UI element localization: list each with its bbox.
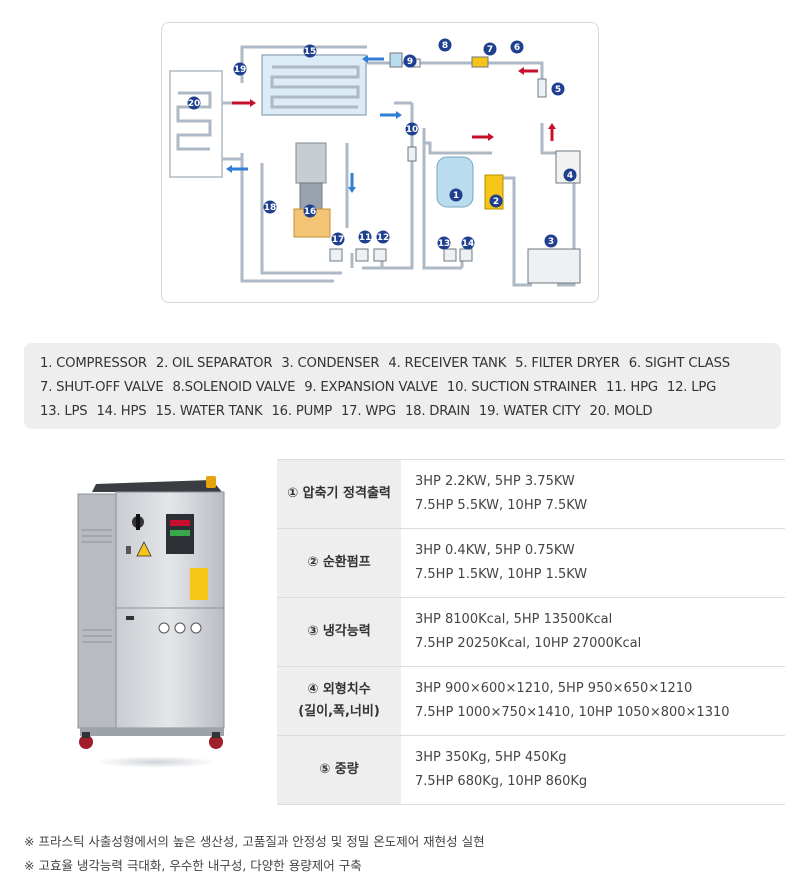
diagram-badge-label: 2 bbox=[493, 197, 499, 207]
legend-item: 4. RECEIVER TANK bbox=[388, 356, 507, 371]
diagram-badge-label: 20 bbox=[188, 99, 201, 109]
diagram-badge-label: 7 bbox=[487, 45, 493, 55]
diagram-badge bbox=[376, 230, 390, 244]
note-line: ※ 프라스틱 사출성형에서의 높은 생산성, 고품질과 안정성 및 정밀 온도제… bbox=[24, 834, 485, 849]
legend-item: 16. PUMP bbox=[271, 404, 332, 419]
diagram-badge bbox=[331, 232, 345, 246]
diagram-badge-label: 14 bbox=[462, 239, 475, 249]
diagram-badge-label: 19 bbox=[234, 65, 247, 75]
legend-item: 2. OIL SEPARATOR bbox=[155, 356, 273, 371]
spec-key: ③ 냉각능력 bbox=[277, 597, 401, 667]
diagram-badge-label: 17 bbox=[332, 235, 345, 245]
legend-item: 3. CONDENSER bbox=[281, 356, 380, 371]
diagram-badge-label: 11 bbox=[359, 233, 372, 243]
legend-line-1: 1. COMPRESSOR 2. OIL SEPARATOR 3. CONDENSE… bbox=[40, 352, 781, 376]
legend-item: 20. MOLD bbox=[589, 404, 653, 419]
legend-item: 17. WPG bbox=[340, 404, 396, 419]
diagram-badge bbox=[437, 236, 451, 250]
diagram-badge bbox=[303, 204, 317, 218]
diagram-badge bbox=[461, 236, 475, 250]
table-row: ④ 외형치수(길이,폭,너비) 3HP 900×600×1210, 5HP 95… bbox=[277, 666, 785, 736]
legend-item: 6. SIGHT CLASS bbox=[628, 356, 730, 371]
diagram-badge bbox=[510, 40, 524, 54]
diagram-badge bbox=[405, 122, 419, 136]
diagram-badge-label: 5 bbox=[555, 85, 561, 95]
diagram-badge-label: 4 bbox=[567, 171, 573, 181]
legend-item: 1. COMPRESSOR bbox=[40, 356, 147, 371]
legend-item: 12. LPG bbox=[666, 380, 717, 395]
diagram-badge bbox=[403, 54, 417, 68]
notes: ※ 프라스틱 사출성형에서의 높은 생산성, 고품질과 안정성 및 정밀 온도제… bbox=[24, 830, 485, 878]
legend-item: 8.SOLENOID VALVE bbox=[172, 380, 296, 395]
diagram-badge bbox=[303, 44, 317, 58]
diagram-badge-label: 6 bbox=[514, 43, 520, 53]
diagram-badge bbox=[544, 234, 558, 248]
diagram-badge bbox=[483, 42, 497, 56]
component-legend: 1. COMPRESSOR 2. OIL SEPARATOR 3. CONDENSE… bbox=[24, 343, 781, 429]
legend-item: 5. FILTER DRYER bbox=[515, 356, 620, 371]
spec-key: ② 순환펌프 bbox=[277, 528, 401, 598]
legend-line-3: 13. LPS 14. HPS 15. WATER TANK 16. PUMP 17. … bbox=[40, 400, 781, 424]
diagram-badge-label: 9 bbox=[407, 57, 413, 67]
spec-key: ⑤ 중량 bbox=[277, 735, 401, 805]
spec-key: ① 압축기 정격출력 bbox=[277, 459, 401, 529]
diagram-badge-label: 12 bbox=[377, 233, 390, 243]
legend-line-2: 7. SHUT-OFF VALVE 8.SOLENOID VALVE 9. EXPA… bbox=[40, 376, 781, 400]
diagram-badge bbox=[263, 200, 277, 214]
diagram-badge bbox=[187, 96, 201, 110]
diagram-badge-label: 13 bbox=[438, 239, 451, 249]
diagram-badge-label: 16 bbox=[304, 207, 317, 217]
diagram-badge-label: 15 bbox=[304, 47, 317, 57]
legend-item: 14. HPS bbox=[96, 404, 147, 419]
legend-item: 18. DRAIN bbox=[404, 404, 470, 419]
chiller-illustration bbox=[77, 476, 225, 768]
diagram-badge-label: 18 bbox=[264, 203, 277, 213]
diagram-badge bbox=[563, 168, 577, 182]
diagram-badge-label: 1 bbox=[453, 191, 459, 201]
diagram-badge bbox=[358, 230, 372, 244]
legend-item: 10. SUCTION STRAINER bbox=[446, 380, 598, 395]
diagram-badge-label: 8 bbox=[442, 41, 448, 51]
diagram-badge bbox=[449, 188, 463, 202]
diagram-badge bbox=[551, 82, 565, 96]
note-line: ※ 고효율 냉각능력 극대화, 우수한 내구성, 다양한 용량제어 구축 bbox=[24, 858, 362, 873]
diagram-badge bbox=[438, 38, 452, 52]
legend-item: 7. SHUT-OFF VALVE bbox=[40, 380, 164, 395]
legend-item: 15. WATER TANK bbox=[155, 404, 263, 419]
diagram-badge bbox=[233, 62, 247, 76]
legend-item: 19. WATER CITY bbox=[478, 404, 581, 419]
diagram-badge-label: 3 bbox=[548, 237, 554, 247]
diagram-badge-label: 10 bbox=[406, 125, 419, 135]
diagram-badge bbox=[489, 194, 503, 208]
legend-item: 11. HPG bbox=[606, 380, 658, 395]
chiller-product-image bbox=[72, 470, 240, 770]
legend-item: 13. LPS bbox=[40, 404, 88, 419]
legend-item: 9. EXPANSION VALVE bbox=[304, 380, 438, 395]
spec-key: ④ 외형치수(길이,폭,너비) bbox=[277, 666, 401, 736]
